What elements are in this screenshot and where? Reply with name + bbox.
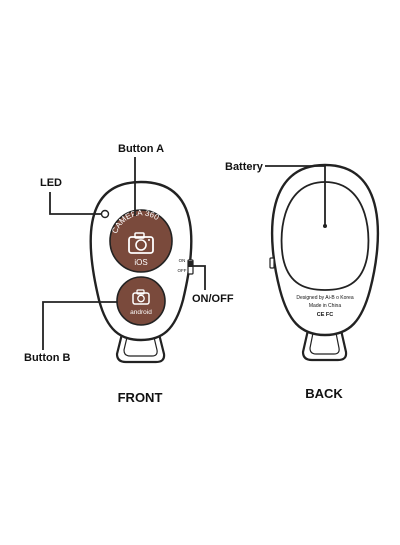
front-lanyard-inner <box>123 332 158 357</box>
on-off-leader <box>193 265 206 290</box>
switch-off-label: OFF <box>178 268 187 273</box>
back-caption: BACK <box>305 386 343 401</box>
camera-icon <box>132 289 150 305</box>
button-a: CAMERA 360 iOS <box>109 208 173 273</box>
back-text-designed: Designed by Ai-B o Korea <box>296 295 353 301</box>
button-b-sub-label: android <box>130 309 152 316</box>
front-lanyard-loop <box>115 329 166 364</box>
front-view: CAMERA 360 iOS android O <box>24 143 234 405</box>
back-text-marks: CE FC <box>317 312 334 318</box>
button-b-label: Button B <box>24 352 70 364</box>
back-lanyard-loop <box>301 329 348 362</box>
on-off-label: ON/OFF <box>192 293 234 305</box>
led-label: LED <box>40 177 62 189</box>
back-switch-nub <box>269 257 275 269</box>
battery-leader <box>265 165 326 226</box>
button-a-label: Button A <box>118 143 164 155</box>
switch-on-label: ON <box>179 258 186 263</box>
camera-icon <box>128 232 154 254</box>
led-indicator <box>100 209 110 219</box>
button-a-sub-label: iOS <box>134 258 147 267</box>
button-b-leader <box>42 301 117 350</box>
led-leader <box>49 192 101 215</box>
back-text-made-in: Made in China <box>309 303 341 309</box>
battery-label: Battery <box>225 161 264 173</box>
front-caption: FRONT <box>118 390 163 405</box>
battery-cover <box>280 181 370 291</box>
button-b: android <box>116 276 166 326</box>
back-view: Battery Designed by Ai-B o Korea Made in… <box>225 161 380 401</box>
back-lanyard-inner <box>309 332 340 355</box>
power-switch: ON OFF <box>178 258 194 275</box>
